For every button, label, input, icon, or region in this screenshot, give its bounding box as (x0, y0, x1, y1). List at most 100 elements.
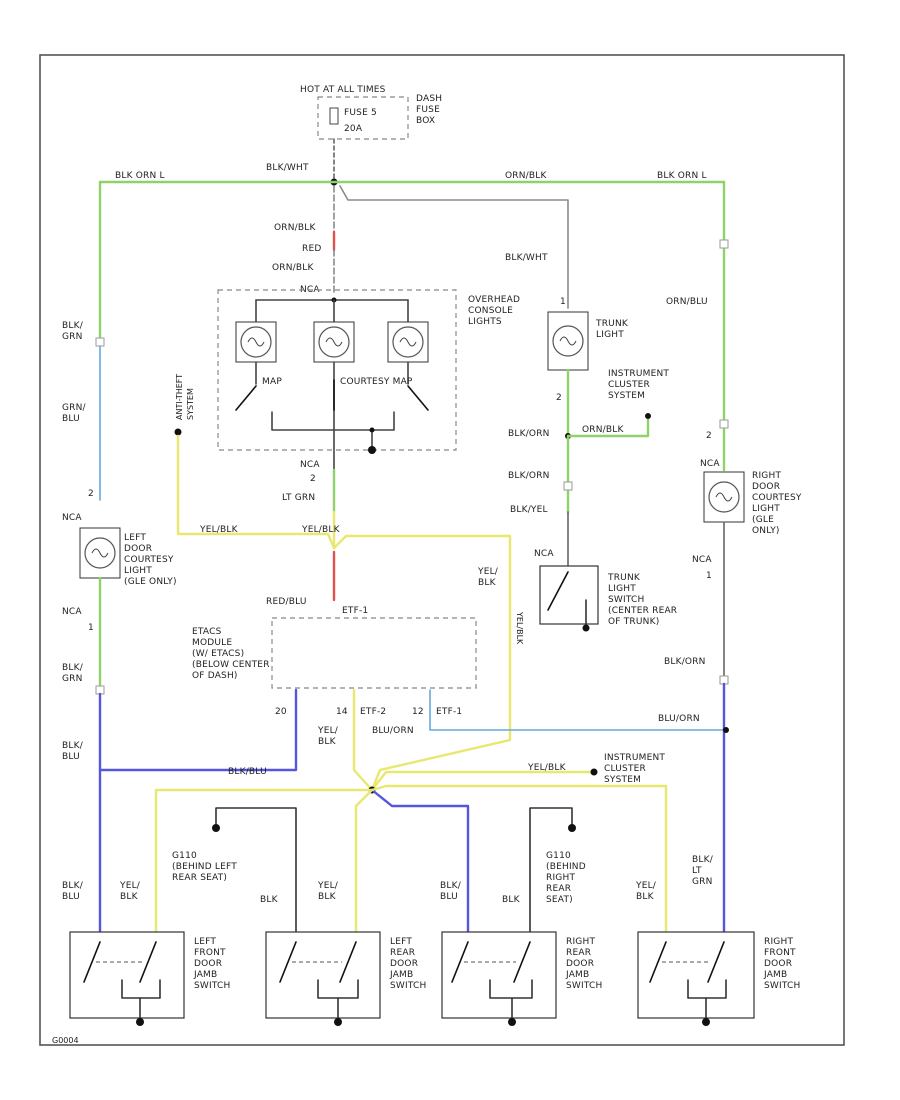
wire-yel-to-right (332, 534, 512, 742)
wire-blu-to-sw3 (370, 788, 470, 938)
map-label: MAP (262, 377, 282, 387)
blk-orn-1-label: BLK/ORN (508, 429, 550, 439)
overhead-console-box (217, 289, 457, 451)
wire-yel-to-sw1 (154, 788, 374, 938)
pin-20-label: 20 (275, 707, 287, 717)
red-blu-label: RED/BLU (266, 597, 307, 607)
blk-grn-left-label: BLK/GRN (62, 321, 84, 342)
blk-orn-2-label: BLK/ORN (508, 471, 550, 481)
fuse-box-outline (317, 96, 409, 140)
wire-g110-right (529, 807, 573, 937)
blu-orn-right-label: BLU/ORN (658, 714, 700, 724)
etacs-pin-top-label: ETF-1 (342, 606, 368, 616)
right-junction (723, 727, 729, 733)
sw2-wire-b: YEL/BLK (317, 881, 339, 902)
nca-left-1-label: NCA (62, 513, 82, 523)
nca-right-2-label: NCA (692, 555, 712, 565)
trunk-switch (547, 571, 569, 611)
trunk-ground (582, 624, 590, 632)
wire-label-orn-blk-2: ORN/BLK (272, 263, 314, 273)
trunk-lamp (547, 311, 589, 371)
nca-right-1-label: NCA (700, 459, 720, 469)
wire-etacs-12-lblu (429, 689, 727, 731)
blk-grn-left2-label: BLK/GRN (62, 663, 84, 684)
wire-label-top-right: BLK ORN L (657, 171, 707, 181)
grn-blu-left-label: GRN/BLU (62, 403, 87, 424)
pin-12-label: 12 (412, 707, 424, 717)
courtesy-map-label: COURTESY MAP (340, 377, 413, 387)
num-1-left: 1 (88, 623, 94, 633)
etacs-module-box (271, 617, 477, 689)
num-2-right: 2 (706, 431, 712, 441)
wire-label-red-1: RED (302, 244, 321, 254)
wire-yel-right-return (370, 738, 512, 792)
fuse-label: FUSE 5 (344, 108, 377, 118)
hot-at-all-times-label: HOT AT ALL TIMES (300, 85, 386, 95)
ic-top-connector (645, 413, 651, 419)
sw1-wire-a: BLK/BLU (62, 881, 84, 902)
blk-yel-label: BLK/YEL (510, 505, 548, 515)
diagram-frame (39, 54, 845, 1046)
sw2-wire-a: BLK (260, 895, 279, 905)
orn-blu-right-label: ORN/BLU (666, 297, 708, 307)
wire-label-top-mid: ORN/BLK (505, 171, 547, 181)
blk-blu-left-label: BLK/BLU (62, 741, 84, 762)
nca-trunk-label: NCA (534, 549, 554, 559)
yel-blk-vertical-label: YEL/BLK (515, 611, 524, 645)
wire-label-blk-blu: BLK/BLU (228, 767, 267, 777)
wire-label-blk-wht-top: BLK/WHT (266, 163, 309, 173)
sw4-wire-a: YEL/BLK (635, 881, 657, 902)
trunk-connector (563, 481, 573, 491)
wire-label-yel-blk-ic: YEL/BLK (527, 763, 567, 773)
wire-gray-to-trunk (339, 185, 569, 309)
nca-left-2-label: NCA (62, 607, 82, 617)
sw1-wire-b: YEL/BLK (119, 881, 141, 902)
yel-blk-mid-label: YEL/BLK (317, 726, 339, 747)
blu-orn-label: BLU/ORN (372, 726, 414, 736)
left-door-courtesy-lamp (79, 527, 121, 579)
right-connector-1 (719, 239, 729, 249)
wire-console-ground (271, 411, 395, 431)
num-2-trunk: 2 (556, 393, 562, 403)
map-switch-left (235, 385, 257, 411)
wire-trunk-to-ic (566, 418, 650, 438)
wire-yel-to-ic (370, 770, 594, 792)
num-1-right: 1 (706, 571, 712, 581)
fuse-icon (329, 107, 339, 125)
wire-label-orn-blk-1: ORN/BLK (274, 223, 316, 233)
g110-right-ground (568, 824, 576, 832)
sw3-wire-a: BLK/BLU (440, 881, 462, 902)
lt-grn-label: LT GRN (282, 493, 315, 503)
wire-label-top-left: BLK ORN L (115, 171, 165, 181)
courtesy-lamp-center (313, 321, 355, 363)
right-door-courtesy-lamp (703, 471, 745, 523)
wire-etacs-14-yel (352, 688, 374, 792)
orn-blk-ic-label: ORN/BLK (582, 425, 624, 435)
wire-yel-to-sw2 (354, 788, 374, 938)
map-lamp-left (235, 321, 277, 363)
ic-bottom-connector (590, 768, 598, 776)
anti-theft-connector (174, 428, 182, 436)
pin-etf1-label: ETF-1 (436, 707, 462, 717)
blk-orn-right-label: BLK/ORN (664, 657, 706, 667)
num-1-trunk-top: 1 (560, 297, 566, 307)
map-switch-right (407, 385, 429, 411)
yel-blk-right-label: YEL/BLK (477, 567, 499, 588)
wire-g110-left (215, 807, 297, 937)
